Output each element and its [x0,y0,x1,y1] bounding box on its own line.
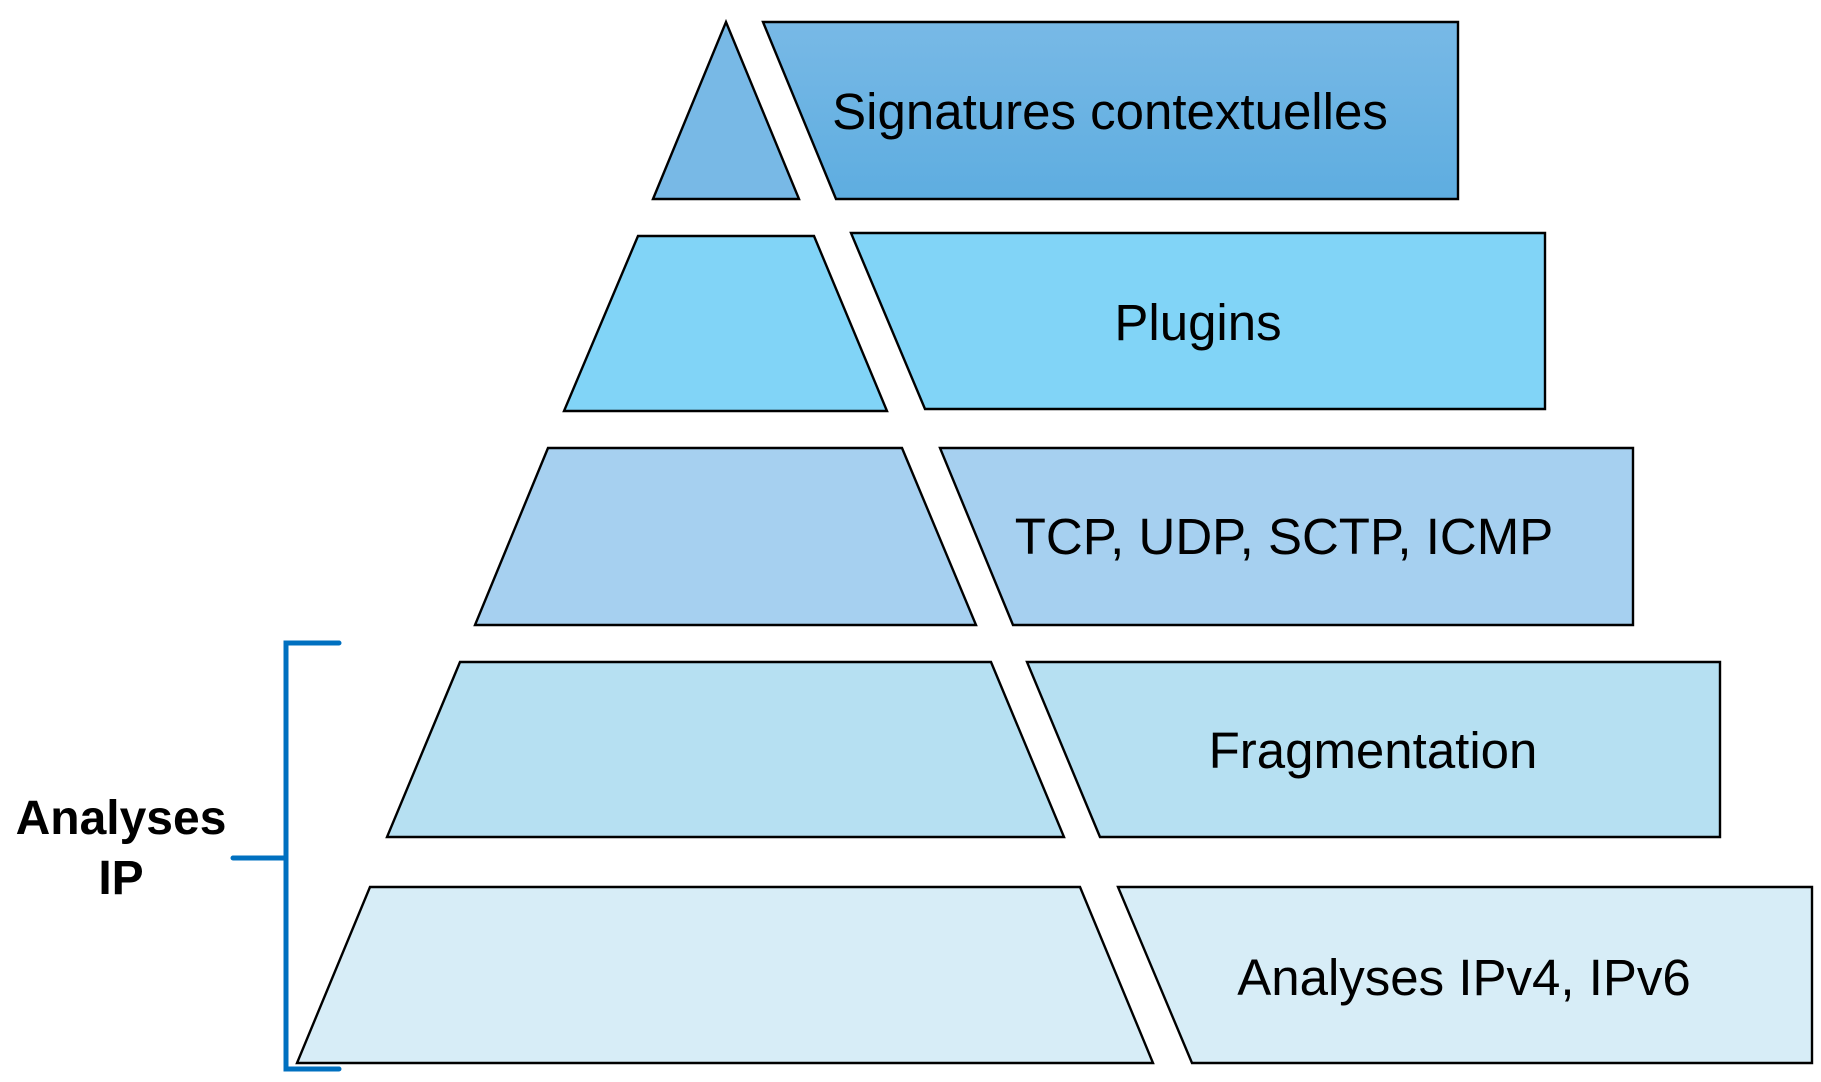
layer-label-box [1025,660,1722,839]
layer-label-box [761,20,1460,201]
pyramid-segment [651,18,801,201]
layer-label-box [1116,885,1814,1065]
bracket-label-line2: IP [98,852,143,905]
pyramid-segment [385,660,1066,839]
analyses-ip-bracket: Analyses IP [16,640,342,1072]
layer-signatures-contextuelles: Signatures contextuelles [651,18,1460,201]
layer-label-box [938,446,1635,627]
layer-label-box [849,231,1547,411]
layer-fragmentation: Fragmentation [385,660,1722,839]
layer-plugins: Plugins [562,231,1547,413]
pyramid-segment [295,885,1155,1065]
layer-label: Analyses IPv4, IPv6 [1237,949,1691,1006]
pyramid-segment [562,234,889,413]
pyramid-segment [473,446,978,627]
layer-label: Plugins [1114,294,1281,351]
layer-label: Fragmentation [1209,722,1538,779]
layer-label: TCP, UDP, SCTP, ICMP [1015,508,1554,565]
layer-analyses-ipv4-ipv6: Analyses IPv4, IPv6 [295,885,1814,1065]
layer-label: Signatures contextuelles [832,83,1388,140]
bracket-label-line1: Analyses [16,792,227,845]
layer-tcp-udp-sctp-icmp: TCP, UDP, SCTP, ICMP [473,446,1635,627]
